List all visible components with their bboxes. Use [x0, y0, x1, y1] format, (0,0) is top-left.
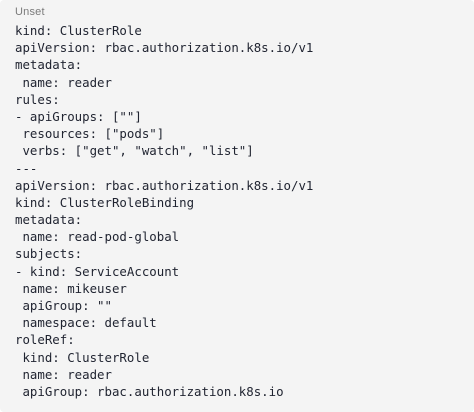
- code-line: name: mikeuser: [15, 280, 127, 296]
- code-line: apiGroup: "": [15, 298, 112, 313]
- code-line: ---: [15, 160, 38, 176]
- code-line: name: read-pod-global: [15, 229, 180, 245]
- code-line: - apiGroups: [""]: [15, 108, 142, 124]
- code-line: apiVersion: rbac.authorization.k8s.io/v1: [15, 177, 314, 193]
- code-line: metadata:: [15, 212, 83, 228]
- code-line: name: reader: [15, 74, 112, 90]
- code-line: rules:: [15, 91, 60, 107]
- code-line: kind: ClusterRoleBinding: [15, 194, 195, 210]
- code-line: name: reader: [15, 366, 112, 382]
- code-line: kind: ClusterRole: [15, 23, 142, 38]
- code-line: - kind: ServiceAccount: [15, 263, 180, 279]
- yaml-code[interactable]: kind: ClusterRole apiVersion: rbac.author…: [15, 22, 313, 400]
- code-line: roleRef:: [15, 332, 75, 348]
- code-line: apiVersion: rbac.authorization.k8s.io/v1: [15, 40, 314, 56]
- code-line: kind: ClusterRole: [15, 349, 150, 365]
- code-line: resources: ["pods"]: [15, 126, 165, 142]
- code-line: metadata:: [15, 57, 83, 73]
- language-label: Unset: [15, 6, 45, 18]
- code-line: apiGroup: rbac.authorization.k8s.io: [15, 383, 284, 399]
- code-line: subjects:: [15, 246, 83, 262]
- code-line: namespace: default: [15, 315, 157, 331]
- code-line: verbs: ["get", "watch", "list"]: [15, 143, 254, 159]
